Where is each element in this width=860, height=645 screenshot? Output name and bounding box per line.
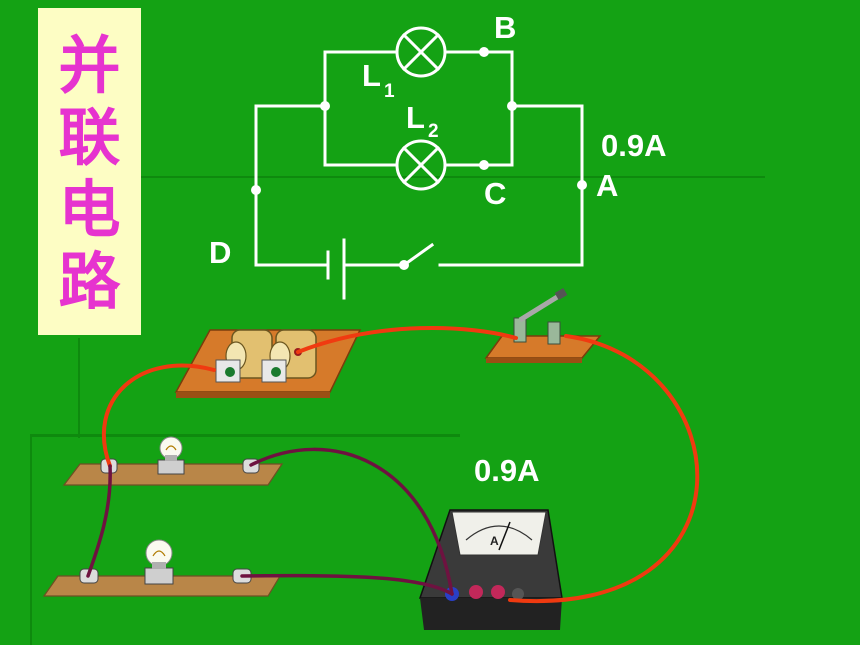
red-wire-switch-ammeter bbox=[508, 334, 700, 604]
background-panel-upper bbox=[140, 176, 765, 178]
lamp-l1-cross-b bbox=[401, 32, 441, 72]
lamp-l1-symbol bbox=[395, 26, 447, 78]
knife-switch bbox=[484, 288, 602, 363]
junction-left bbox=[320, 101, 330, 111]
point-d-dot bbox=[251, 185, 261, 195]
purple-wire-lamp2-ammeter bbox=[240, 573, 454, 596]
lamp-board-1 bbox=[62, 436, 284, 486]
label-node-d: D bbox=[209, 235, 232, 270]
label-circuit-current: 0.9A bbox=[601, 128, 667, 163]
title-char-2: 联 bbox=[58, 101, 121, 174]
ammeter-dial-letter: A bbox=[490, 534, 499, 548]
red-wire-battery-lamp1 bbox=[102, 363, 216, 468]
title-char-3: 电 bbox=[58, 173, 121, 246]
lamp-board-2 bbox=[42, 539, 282, 597]
label-lamp-l2-subscript: 2 bbox=[428, 121, 439, 142]
background-panel-lower-left bbox=[30, 434, 32, 645]
red-wire-battery-switch bbox=[296, 325, 518, 354]
point-a-dot bbox=[577, 180, 587, 190]
point-b-dot bbox=[479, 47, 489, 57]
switch-pivot bbox=[399, 260, 409, 270]
label-node-c: C bbox=[484, 176, 507, 211]
title-char-1: 并 bbox=[58, 29, 121, 102]
background-panel-lower bbox=[30, 434, 460, 437]
junction-right bbox=[507, 101, 517, 111]
lamp-l2-cross-b bbox=[401, 145, 441, 185]
label-lamp-l1: L bbox=[362, 58, 381, 93]
ammeter bbox=[418, 509, 563, 630]
title-char-4: 路 bbox=[58, 245, 121, 318]
purple-wire-lamp1-lamp2 bbox=[86, 464, 112, 578]
switch-blade bbox=[401, 242, 435, 268]
label-node-a: A bbox=[596, 168, 619, 203]
title-box: 并 联 电 路 bbox=[38, 8, 141, 335]
lamp-l2-symbol bbox=[395, 139, 447, 191]
label-ammeter-reading: 0.9A bbox=[474, 453, 540, 488]
label-node-b: B bbox=[494, 10, 517, 45]
background-panel-left bbox=[78, 338, 80, 438]
label-lamp-l1-subscript: 1 bbox=[384, 81, 395, 102]
purple-wire-lamp1-ammeter bbox=[249, 447, 454, 596]
label-lamp-l2: L bbox=[406, 100, 425, 135]
point-c-dot bbox=[479, 160, 489, 170]
